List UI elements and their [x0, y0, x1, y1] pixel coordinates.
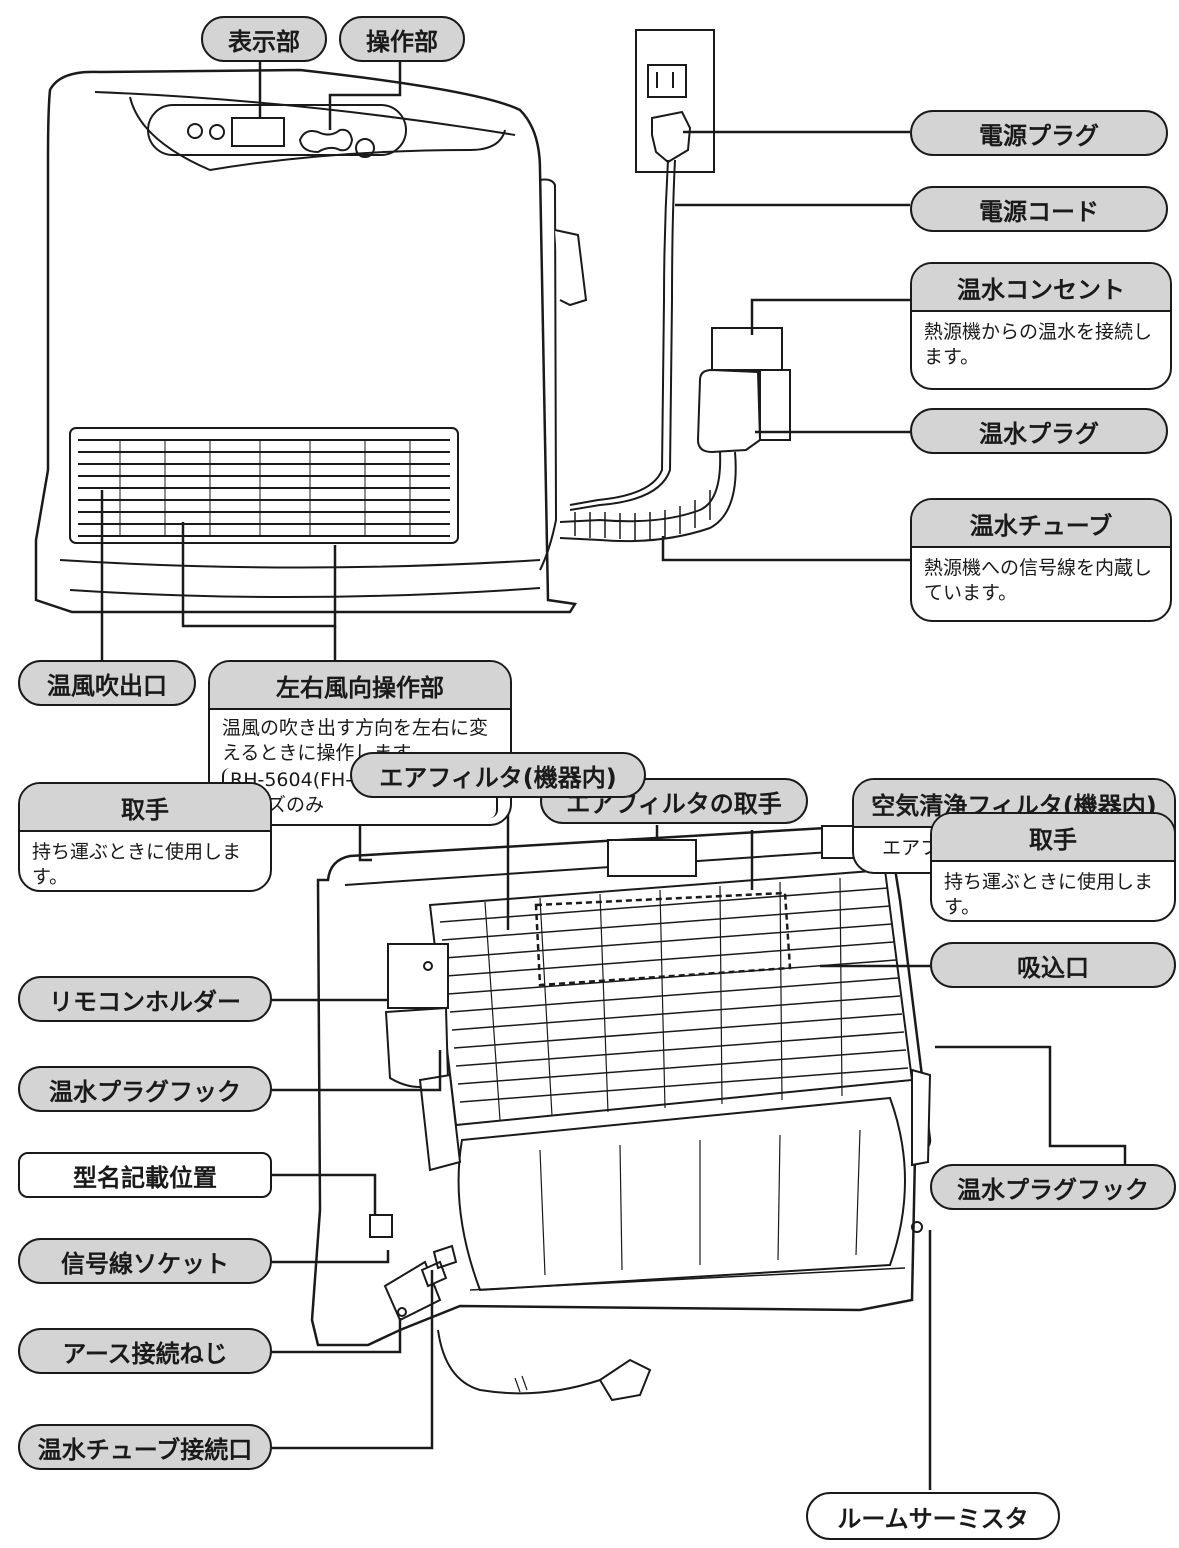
label-remote-holder: リモコンホルダー [18, 976, 272, 1022]
label-model-label-position: 型名記載位置 [18, 1152, 272, 1198]
label-hot-water-plug-hook-left: 温水プラグフック [18, 1066, 272, 1112]
card-handle-left: 取手 持ち運ぶときに使用します。 [18, 782, 272, 892]
label-hot-water-plug-hook-right: 温水プラグフック [930, 1164, 1176, 1210]
card-desc: 持ち運ぶときに使用します。 [32, 841, 242, 888]
card-desc: 熱源機への信号線を内蔵しています。 [924, 557, 1153, 604]
label-air-filter-inside: エアフィルタ(機器内) [350, 752, 646, 798]
hot-water-outlet-illustration [559, 327, 791, 543]
label-power-cord: 電源コード [910, 186, 1168, 232]
label-hot-water-plug: 温水プラグ [910, 408, 1168, 454]
card-title: 取手 [20, 784, 270, 832]
label-display-part: 表示部 [201, 16, 327, 62]
card-title: 左右風向操作部 [210, 662, 510, 710]
card-desc: 持ち運ぶときに使用します。 [944, 871, 1154, 918]
label-tube-connection-port: 温水チューブ接続口 [18, 1424, 272, 1470]
leader-lines [100, 60, 1127, 1490]
card-title: 温水チューブ [912, 500, 1170, 548]
card-handle-right: 取手 持ち運ぶときに使用します。 [930, 812, 1176, 922]
wall-outlet-illustration [569, 29, 715, 511]
label-room-thermistor: ルームサーミスタ [806, 1492, 1060, 1540]
label-operation-part: 操作部 [339, 16, 465, 62]
card-desc: 熱源機からの温水を接続します。 [924, 321, 1153, 368]
label-intake: 吸込口 [930, 942, 1176, 988]
heater-rear-illustration [310, 824, 932, 1402]
heater-front-illustration [34, 68, 588, 614]
card-hot-water-tube: 温水チューブ 熱源機への信号線を内蔵しています。 [910, 498, 1172, 622]
label-signal-socket: 信号線ソケット [18, 1238, 272, 1284]
label-ground-screw: アース接続ねじ [18, 1328, 272, 1374]
card-hot-water-outlet: 温水コンセント 熱源機からの温水を接続します。 [910, 262, 1172, 390]
card-title: 温水コンセント [912, 264, 1170, 312]
card-title: 取手 [932, 814, 1174, 862]
label-power-plug: 電源プラグ [910, 110, 1168, 156]
label-warm-air-outlet: 温風吹出口 [18, 660, 196, 706]
card-title: 空気清浄フィルタ(機器内) [854, 780, 1174, 828]
